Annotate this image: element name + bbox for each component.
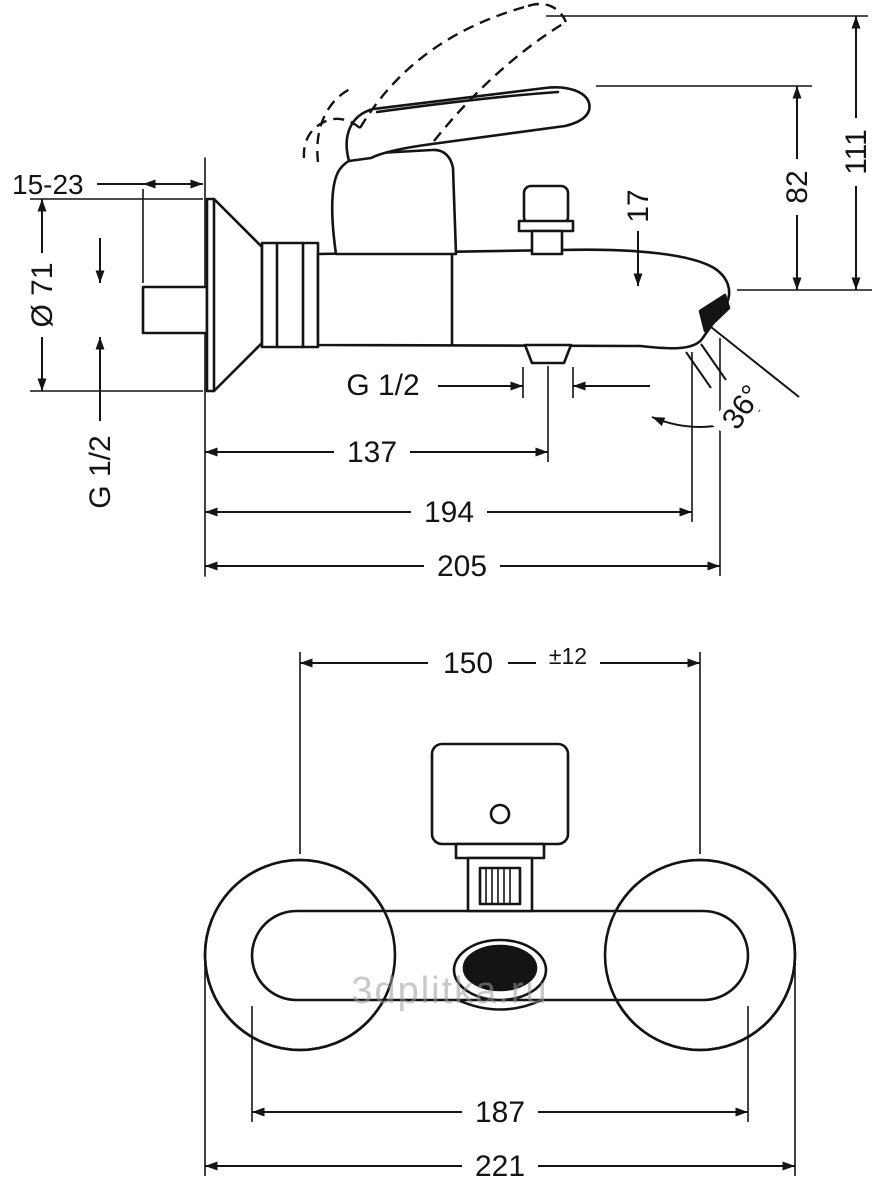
lever-dashed-top: [358, 4, 529, 129]
diverter-knob: [522, 184, 570, 226]
tolerance-mask: [536, 642, 600, 670]
dim-label-inlet-thread: G 1/2: [84, 435, 117, 508]
dim-label-wall-depth: 15-23: [12, 169, 84, 200]
svg-text:111: 111: [840, 129, 873, 175]
spout-lip-arc: [456, 998, 544, 1011]
angle-leader-line: [710, 326, 800, 398]
svg-text:137: 137: [347, 436, 397, 469]
svg-text:G 1/2: G 1/2: [84, 435, 117, 508]
hex-nut: [260, 241, 320, 349]
handle-screw-hole: [489, 803, 511, 825]
handle-knob-front: [430, 742, 570, 846]
water-direction-line: [685, 351, 712, 389]
lever-swing-arc: [316, 86, 353, 163]
side-view-dimensions: 15-23 Ø 71 G 1/2 17: [12, 15, 873, 583]
lever-detail-line: [375, 90, 560, 114]
svg-text:221: 221: [475, 1150, 525, 1183]
aerator: [698, 293, 731, 333]
svg-text:17: 17: [622, 189, 655, 222]
side-view: 15-23 Ø 71 G 1/2 17: [12, 2, 873, 583]
mixer-body: [316, 248, 731, 350]
front-view: 3dplitka.ru 150 ±12 187: [203, 642, 797, 1183]
lever-raised-position: [302, 2, 568, 163]
lever-dashed-tip: [527, 2, 568, 23]
dim-label-connection-centers: 150: [428, 646, 508, 680]
watermark: 3dplitka.ru: [351, 970, 548, 1012]
dim-label-total-projection: 205: [424, 549, 500, 583]
diverter-stem: [530, 229, 564, 256]
faucet-front-outline: [203, 742, 797, 1052]
handle-base: [330, 148, 458, 256]
svg-text:187: 187: [475, 1096, 525, 1129]
wall-inlet-stub: [141, 285, 209, 335]
dim-label-outlet-thread: G 1/2: [346, 369, 419, 402]
dim-label-height-lever: 82: [781, 159, 814, 215]
diverter-collar: [517, 219, 575, 233]
water-direction-line: [700, 343, 727, 381]
svg-text:150: 150: [443, 647, 493, 680]
dim-label-spout-drop: 17: [622, 189, 655, 222]
dim-label-flange-diameter: Ø 71: [26, 253, 59, 337]
svg-text:205: 205: [437, 550, 487, 583]
svg-text:Ø 71: Ø 71: [26, 262, 59, 327]
dim-label-centers-tolerance: ±12: [549, 643, 587, 669]
svg-text:82: 82: [781, 170, 814, 203]
shower-outlet-fitting: [523, 343, 573, 365]
faucet-side-outline: [141, 86, 731, 577]
dim-label-wall-outlet: 137: [334, 435, 410, 469]
front-view-dimensions: 150 ±12 187 221: [204, 642, 796, 1183]
right-escutcheon-outline: [603, 858, 797, 1052]
svg-text:194: 194: [424, 496, 474, 529]
spout-outlet-opening: [462, 944, 538, 992]
lever-handle: [345, 86, 591, 163]
lever-dashed-bottom: [433, 20, 567, 142]
dim-label-wall-spout: 194: [411, 495, 487, 529]
dim-label-height-total: 111: [840, 118, 873, 186]
cartridge-hatch: [485, 867, 511, 905]
dim-label-overall-width: 221: [462, 1149, 538, 1183]
dim-label-body-width: 187: [462, 1095, 538, 1129]
handle-collar: [454, 842, 546, 860]
left-escutcheon-outline: [203, 858, 397, 1052]
